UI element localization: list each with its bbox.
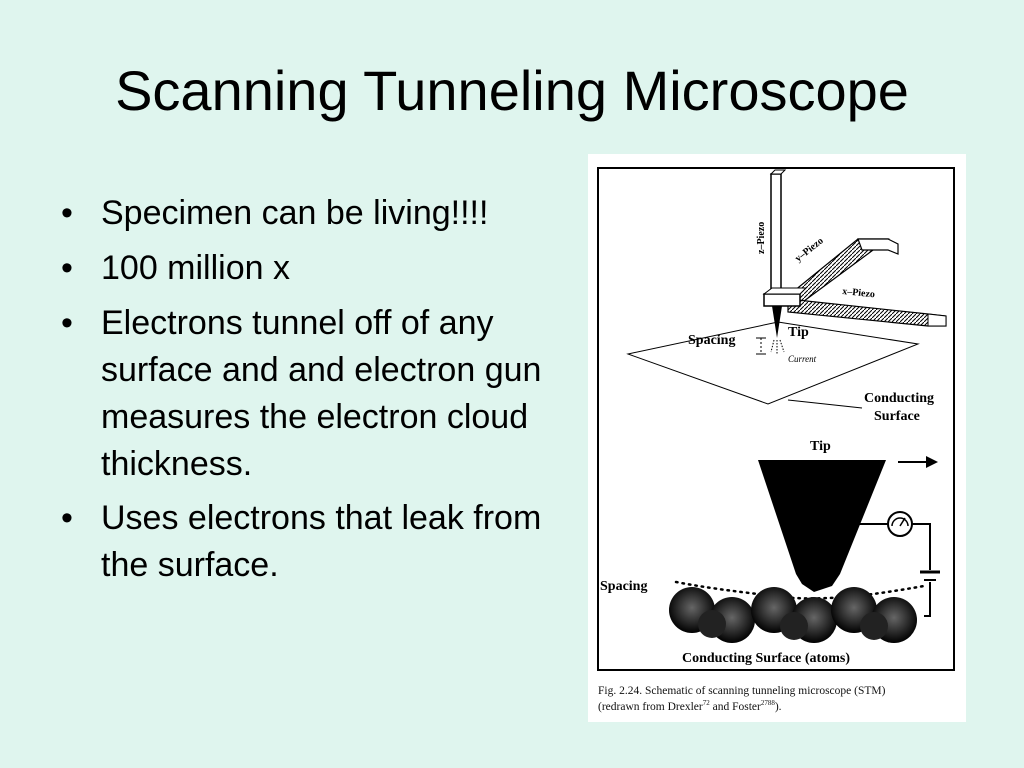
tip-label-bottom: Tip	[810, 439, 831, 454]
x-piezo-bar	[787, 298, 947, 327]
surface-plane	[626, 321, 920, 405]
bullet-list: • Specimen can be living!!!! • 100 million…	[55, 190, 545, 597]
bullet-item: • Specimen can be living!!!!	[55, 190, 545, 237]
bullet-dot: •	[61, 499, 73, 538]
bullet-text: Electrons tunnel off of any surface and …	[101, 303, 542, 483]
bullet-dot: •	[61, 194, 73, 232]
tip-label-top: Tip	[788, 325, 809, 340]
bullet-item: • Uses electrons that leak from the surfa…	[55, 495, 545, 589]
conducting-atoms-label: Conducting Surface (atoms)	[682, 651, 850, 666]
stm-figure: z–Piezo y–Piezo x–Piezo Spacing Tip Curr…	[588, 154, 966, 722]
tip-large	[758, 460, 886, 592]
stm-schematic: z–Piezo y–Piezo x–Piezo Spacing Tip Curr…	[597, 167, 955, 671]
x-piezo-label: x–Piezo	[842, 286, 876, 300]
spacing-label-bottom: Spacing	[600, 579, 647, 594]
surface-label: Surface	[874, 409, 920, 424]
figure-frame	[597, 167, 955, 671]
bullet-text: Uses electrons that leak from the surfac…	[101, 499, 542, 585]
conducting-label: Conducting	[864, 391, 934, 406]
bullet-item: • Electrons tunnel off of any surface and…	[55, 300, 545, 488]
bullet-text: 100 million x	[101, 248, 290, 287]
figure-caption: Fig. 2.24. Schematic of scanning tunneli…	[598, 684, 960, 715]
spacing-label-top: Spacing	[688, 333, 735, 348]
bullet-dot: •	[61, 303, 73, 342]
electron-cloud-dots	[674, 580, 926, 600]
y-piezo-label: y–Piezo	[793, 236, 826, 265]
tip-small	[772, 306, 782, 338]
current-label: Current	[788, 354, 817, 364]
bullet-text: Specimen can be living!!!!	[101, 194, 489, 232]
bullet-dot: •	[61, 248, 73, 287]
bullet-item: • 100 million x	[55, 245, 545, 292]
surface-atoms	[669, 587, 917, 643]
caption-line-1: Fig. 2.24. Schematic of scanning tunneli…	[598, 685, 886, 697]
slide-title: Scanning Tunneling Microscope	[115, 59, 909, 122]
caption-line-2: (redrawn from Drexler72 and Foster2788).	[598, 698, 782, 713]
z-piezo-bar	[770, 173, 782, 295]
z-piezo-label: z–Piezo	[756, 222, 767, 254]
